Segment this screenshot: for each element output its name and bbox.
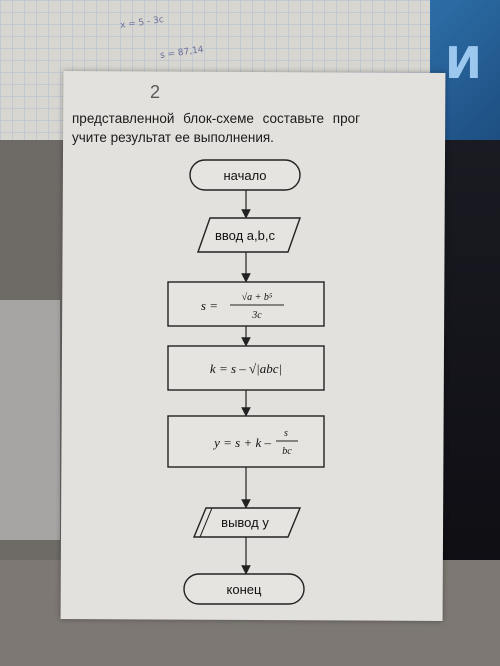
step1-lhs: s =: [201, 298, 218, 313]
step3-lhs: y = s + k –: [212, 435, 271, 450]
flowchart-step3: y = s + k – s bc: [167, 415, 325, 468]
task-number: 2: [150, 82, 160, 103]
step2-formula: k = s – √|abc|: [210, 361, 282, 376]
output-label: вывод y: [221, 515, 269, 530]
step3-denominator: bc: [282, 446, 292, 457]
background-plastic: [0, 300, 60, 540]
task-text-line-2: учите результат ее выполнения.: [72, 130, 274, 145]
flowchart-output: вывод y: [192, 507, 302, 538]
background-book-letter: И: [445, 38, 482, 89]
background-dark-cover: [440, 140, 500, 610]
flowchart-start: начало: [189, 159, 301, 191]
output-inner-stroke: [199, 507, 213, 538]
task-number-value: 2: [150, 82, 161, 102]
flowchart-input: ввод a,b,c: [197, 217, 301, 253]
step1-numerator: √a + b⁵: [242, 292, 273, 303]
end-label: конец: [227, 582, 262, 597]
flowchart-step1: s = √a + b⁵ 3c: [167, 281, 325, 327]
flowchart-end: конец: [183, 573, 305, 605]
input-label: ввод a,b,c: [215, 228, 275, 243]
step3-numerator: s: [284, 428, 288, 439]
start-label: начало: [223, 168, 266, 183]
flowchart-step2: k = s – √|abc|: [167, 345, 325, 391]
task-text-line-1: представленной блок-схеме составьте прог: [72, 111, 361, 126]
step1-denominator: 3c: [251, 310, 262, 321]
